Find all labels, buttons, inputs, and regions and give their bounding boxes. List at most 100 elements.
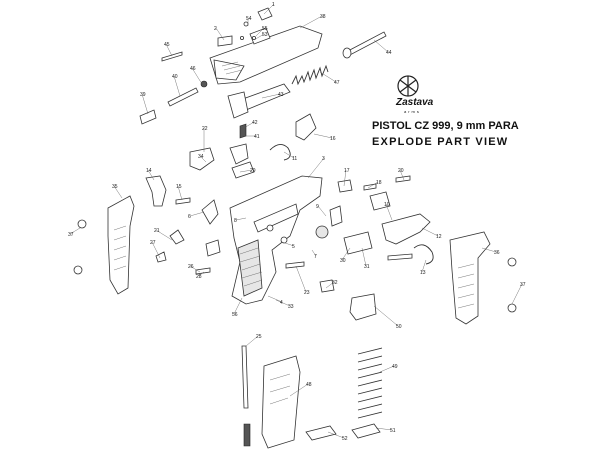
leader-line-40 — [173, 75, 181, 97]
part-number-9: 9 — [316, 204, 319, 210]
leader-line-33 — [275, 299, 291, 307]
leader-line-37a — [69, 227, 81, 235]
leader-line-27 — [151, 241, 161, 259]
small-pins-part — [239, 21, 256, 41]
leader-line-15 — [177, 185, 183, 201]
part-number-33: 33 — [288, 304, 294, 310]
part-number-56: 56 — [232, 312, 238, 318]
grip-screws-part — [73, 219, 517, 313]
part-number-12: 12 — [436, 234, 442, 240]
firing-pin-part — [139, 51, 208, 125]
part-number-36: 36 — [494, 250, 500, 256]
leader-line-45 — [165, 43, 173, 57]
spring-clip-part — [269, 144, 434, 265]
part-number-55: 55 — [262, 26, 268, 32]
part-number-8: 8 — [234, 218, 237, 224]
leader-line-34 — [199, 155, 207, 163]
part-number-18: 18 — [376, 180, 382, 186]
frame-part — [229, 175, 323, 305]
part-number-23: 23 — [304, 290, 310, 296]
leader-line-16 — [313, 133, 333, 139]
part-number-14: 14 — [146, 168, 152, 174]
part-number-7: 7 — [314, 254, 317, 260]
diagram-subtitle: EXPLODE PART VIEW — [372, 136, 509, 148]
leader-line-9 — [317, 205, 327, 217]
part-number-11: 11 — [292, 156, 297, 162]
leader-line-37b — [511, 283, 523, 305]
part-number-37a: 37 — [68, 232, 74, 238]
part-number-3: 3 — [322, 156, 325, 162]
leader-line-44 — [373, 39, 389, 53]
leader-line-6 — [189, 211, 205, 217]
leader-line-20 — [399, 169, 405, 181]
slide-stop-part — [369, 191, 431, 245]
leader-line-29 — [239, 169, 253, 173]
part-number-49: 49 — [392, 364, 398, 370]
leader-line-42 — [243, 121, 255, 129]
leader-line-55 — [255, 27, 265, 37]
leader-line-39 — [141, 93, 149, 115]
leader-line-25 — [245, 335, 259, 347]
magazine-spring-part — [357, 347, 383, 419]
leader-line-32 — [325, 281, 335, 289]
part-number-46: 46 — [190, 66, 196, 72]
leader-line-21 — [155, 229, 173, 241]
part-number-32: 32 — [332, 280, 338, 286]
leader-line-28 — [197, 271, 205, 277]
leader-line-56 — [233, 297, 243, 315]
part-number-29: 29 — [250, 168, 256, 174]
brand-sub: arms — [404, 109, 421, 114]
leader-line-2 — [215, 27, 225, 41]
part-number-38: 38 — [320, 14, 326, 20]
part-number-27: 27 — [150, 240, 156, 246]
sear-part — [189, 143, 255, 179]
leader-line-11 — [283, 151, 295, 159]
magazine-body-part — [261, 355, 301, 449]
part-number-37b: 37 — [520, 282, 526, 288]
part-number-34: 34 — [198, 154, 204, 160]
leader-line-23 — [295, 265, 307, 293]
part-number-2: 2 — [214, 26, 217, 32]
zastava-logo — [397, 75, 419, 97]
part-number-5: 5 — [292, 244, 295, 250]
part-number-53: 53 — [262, 32, 268, 38]
leader-line-38 — [299, 15, 323, 29]
part-number-21: 21 — [154, 228, 160, 234]
leader-line-18 — [367, 181, 379, 189]
part-number-43: 43 — [278, 92, 284, 98]
part-number-22: 22 — [202, 126, 208, 132]
sight-part — [257, 7, 273, 21]
part-number-28: 28 — [196, 274, 202, 280]
part-number-17: 17 — [344, 168, 350, 174]
guide-rod-part — [342, 31, 387, 59]
part-number-50: 50 — [396, 324, 402, 330]
leader-line-43 — [261, 93, 281, 99]
part-number-10: 10 — [384, 202, 390, 208]
leader-line-4 — [267, 295, 283, 303]
leader-line-51 — [375, 427, 393, 431]
leader-line-13 — [421, 259, 427, 273]
leader-line-49 — [379, 365, 395, 373]
trigger-part — [201, 199, 219, 225]
brand-name: Zastava — [396, 97, 434, 108]
part-number-40: 40 — [172, 74, 178, 80]
magazine-follower-part — [305, 293, 381, 441]
leader-line-7 — [311, 249, 317, 257]
small-parts — [155, 113, 413, 293]
part-number-13: 13 — [420, 270, 426, 276]
recoil-spring-part — [291, 64, 329, 86]
leader-line-48 — [289, 383, 309, 397]
leader-line-17 — [343, 169, 347, 187]
leader-line-3 — [307, 157, 325, 179]
slide-part — [209, 25, 323, 85]
extractor-part — [217, 35, 233, 47]
grip-right-part — [449, 231, 491, 325]
part-number-31: 31 — [364, 264, 370, 270]
leader-line-36 — [481, 247, 497, 253]
part-number-30: 30 — [340, 258, 346, 264]
leader-line-14 — [147, 169, 155, 181]
part-number-4: 4 — [280, 300, 283, 306]
